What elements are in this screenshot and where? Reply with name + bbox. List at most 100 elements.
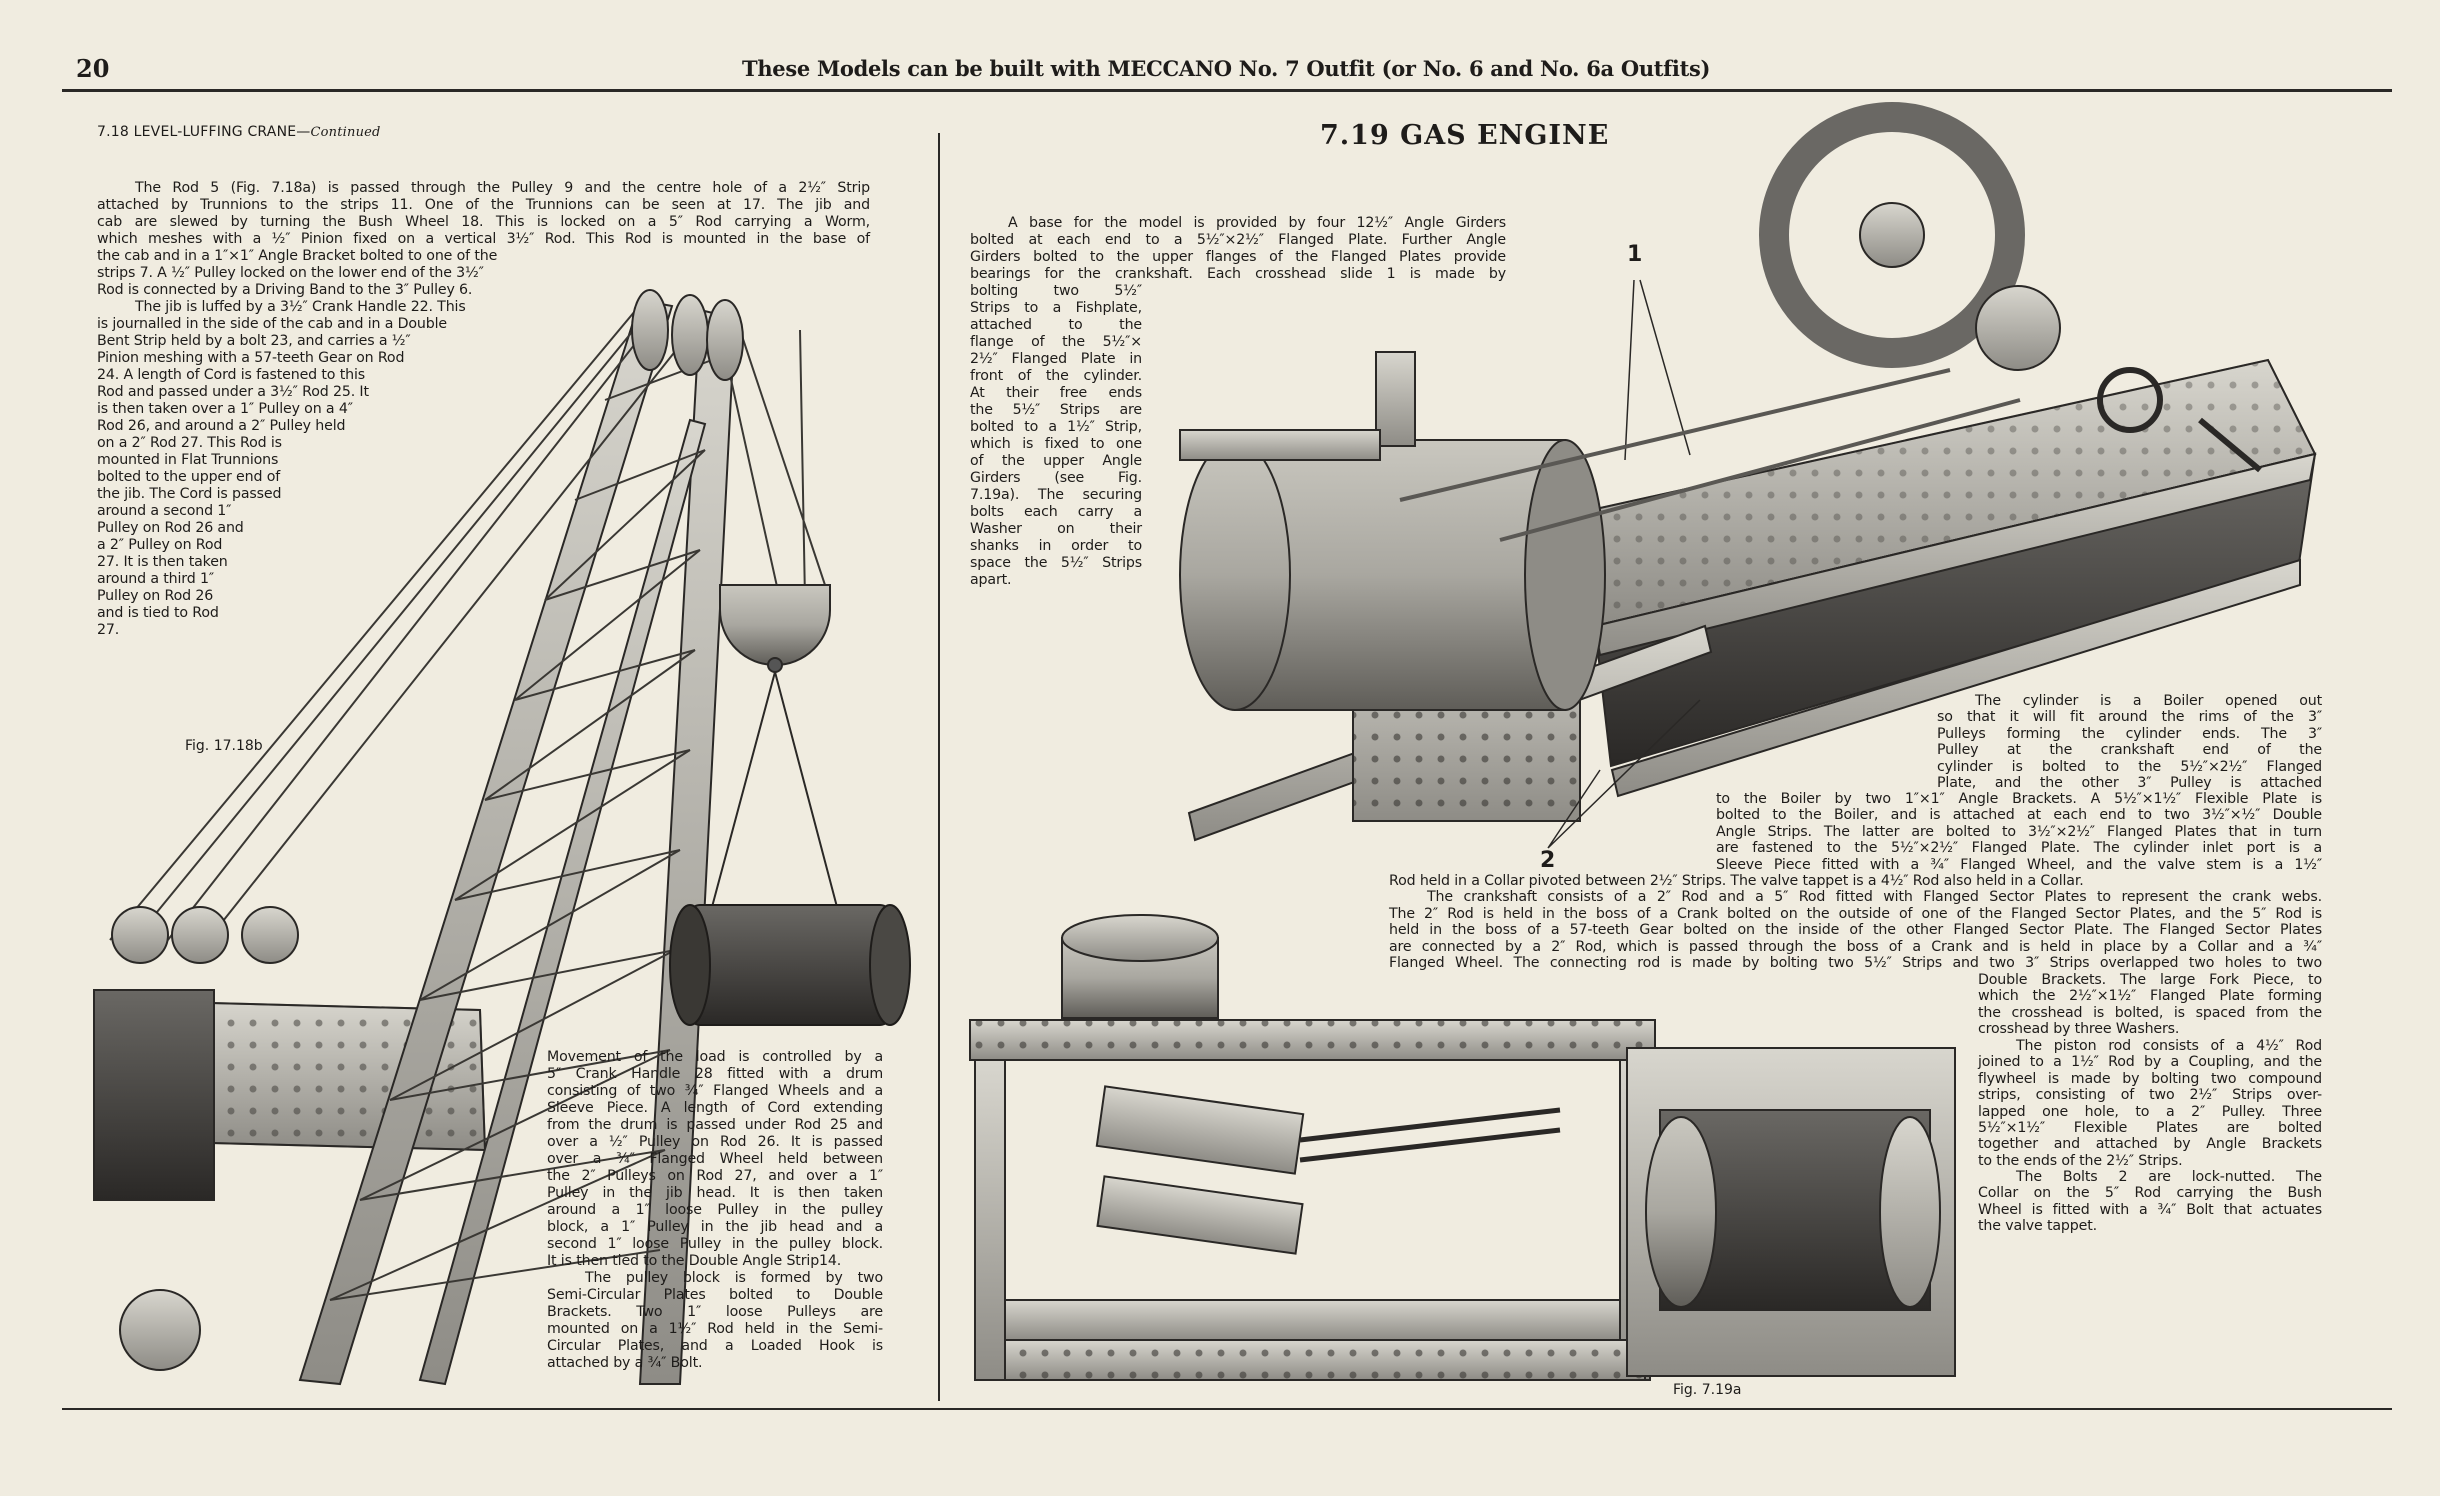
text-line: Rod is connected by a Driving Band to th…: [97, 282, 473, 298]
figure-label-gas-engine: Fig. 7.19a: [1673, 1382, 1742, 1398]
text-line: bolted to the Boiler, and is attached at…: [1716, 807, 2322, 824]
text-line: bolted to a 1½″ Strip,: [970, 419, 1142, 435]
footer-rule: [62, 1408, 2392, 1410]
text-line: Plate, and the other 3″ Pulley is attach…: [1937, 774, 2322, 791]
text-line: Pulley in the jib head. It is then taken: [547, 1185, 883, 1201]
text-line: block, a 1″ Pulley in the jib head and a: [547, 1219, 883, 1235]
text-line: Double Brackets. The large Fork Piece, t…: [1978, 972, 2322, 988]
text-line: Angle Strips. The latter are bolted to 3…: [1716, 823, 2322, 840]
section-title: 7.18 LEVEL-LUFFING CRANE—: [97, 124, 311, 140]
text-line: The crankshaft consists of a 2″ Rod and …: [1427, 889, 2322, 906]
text-line: mounted in Flat Trunnions: [97, 452, 279, 468]
text-line: Pulley on Rod 26 and: [97, 520, 244, 536]
gas-engine-intro: A base for the model is provided by four…: [970, 215, 1506, 283]
text-line: around a third 1″: [97, 571, 214, 587]
callout-1: 1: [1627, 242, 1643, 267]
text-line: second 1″ loose Pulley in the pulley blo…: [547, 1236, 883, 1252]
text-line: which meshes with a ½″ Pinion fixed on a…: [97, 231, 870, 247]
text-line: is then taken over a 1″ Pulley on a 4″: [97, 401, 353, 417]
text-line: held in the boss of a 57-teeth Gear bolt…: [1389, 922, 2322, 939]
text-line: Washer on their: [970, 521, 1142, 537]
text-line: Pulleys forming the cylinder ends. The 3…: [1937, 725, 2322, 742]
text-line: The pulley block is formed by two: [585, 1270, 883, 1286]
text-line: bolted to the upper end of: [97, 469, 281, 485]
text-line: from the drum is passed under Rod 25 and: [547, 1117, 883, 1133]
text-line: The piston rod consists of a 4½″ Rod: [2016, 1038, 2322, 1054]
crosshead-paragraph: Double Brackets. The large Fork Piece, t…: [1978, 972, 2322, 1038]
text-line: Sleeve Piece fitted with a ¾″ Flanged Wh…: [1716, 856, 2322, 873]
crankshaft-paragraph: Rod held in a Collar pivoted between 2½″…: [1389, 873, 2322, 971]
text-line: Circular Plates, and a Loaded Hook is: [547, 1338, 883, 1354]
text-line: the crosshead is bolted, is spaced from …: [1978, 1004, 2322, 1021]
crane-illustration: [93, 289, 911, 1386]
text-line: Flanged Wheel. The connecting rod is mad…: [1389, 954, 2322, 971]
text-line: Pinion meshing with a 57-teeth Gear on R…: [97, 350, 405, 366]
text-line: Pulley at the crankshaft end of the: [1937, 742, 2322, 759]
figure-label-crane: Fig. 17.18b: [185, 738, 263, 754]
text-line: The Rod 5 (Fig. 7.18a) is passed through…: [135, 180, 870, 196]
text-line: Movement of the load is controlled by a: [547, 1049, 883, 1065]
text-line: around a 1″ loose Pulley in the pulley: [547, 1202, 883, 1218]
text-line: over a ¾″ Flanged Wheel held between: [547, 1151, 883, 1167]
text-line: The cylinder is a Boiler opened out: [1975, 693, 2322, 709]
text-line: A base for the model is provided by four…: [1008, 215, 1506, 231]
text-line: of the upper Angle: [970, 453, 1142, 469]
text-line: the 5½″ Strips are: [970, 402, 1142, 418]
text-line: and is tied to Rod: [97, 605, 219, 621]
text-line: apart.: [970, 572, 1012, 588]
text-line: over a ½″ Pulley on Rod 26. It is passed: [547, 1134, 883, 1150]
text-line: Wheel is fitted with a ¾″ Bolt that actu…: [1978, 1201, 2322, 1218]
text-line: are fastened to the 5½″×2½″ Flanged Plat…: [1716, 840, 2322, 857]
section-heading-crane: 7.18 LEVEL-LUFFING CRANE—Continued: [97, 124, 381, 140]
section-title-suffix: Continued: [310, 125, 381, 140]
text-line: bearings for the crankshaft. Each crossh…: [970, 266, 1506, 282]
text-line: Strips to a Fishplate,: [970, 300, 1142, 316]
text-line: Rod 26, and around a 2″ Pulley held: [97, 418, 346, 434]
text-line: the valve tappet.: [1978, 1218, 2097, 1235]
text-line: is journalled in the side of the cab and…: [97, 316, 447, 332]
text-line: consisting of two ¾″ Flanged Wheels and …: [547, 1083, 883, 1099]
gas-engine-underside-illustration: [969, 914, 1956, 1381]
text-line: The jib is luffed by a 3½″ Crank Handle …: [135, 299, 466, 315]
header-rule: [62, 89, 2392, 92]
text-line: Collar on the 5″ Rod carrying the Bush: [1978, 1185, 2322, 1202]
text-line: strips 7. A ½″ Pulley locked on the lowe…: [97, 265, 484, 281]
text-line: Brackets. Two 1″ loose Pulleys are: [547, 1304, 883, 1320]
text-line: lapped one hole, to a 2″ Pulley. Three: [1978, 1103, 2322, 1120]
text-line: flange of the 5½″×: [970, 334, 1142, 350]
text-line: 2½″ Flanged Plate in: [970, 351, 1142, 367]
text-line: so that it will fit around the rims of t…: [1937, 709, 2322, 726]
text-line: which the 2½″×1½″ Flanged Plate forming: [1978, 988, 2322, 1005]
text-line: The Bolts 2 are lock-nutted. The: [2016, 1169, 2322, 1185]
text-line: are connected by a 2″ Rod, which is pass…: [1389, 938, 2322, 955]
text-line: space the 5½″ Strips: [970, 555, 1142, 571]
text-line: a 2″ Pulley on Rod: [97, 537, 223, 553]
text-line: bolts each carry a: [970, 504, 1142, 520]
text-line: cab are slewed by turning the Bush Wheel…: [97, 214, 870, 230]
text-line: 27. It is then taken: [97, 554, 228, 570]
text-line: which is fixed to one: [970, 436, 1142, 452]
text-line: strips, consisting of two 2½″ Strips ove…: [1978, 1087, 2322, 1104]
text-line: Girders bolted to the upper flanges of t…: [970, 249, 1506, 265]
crane-paragraph-2: The jib is luffed by a 3½″ Crank Handle …: [97, 299, 567, 639]
text-line: attached to the: [970, 317, 1142, 333]
text-line: attached by Trunnions to the strips 11. …: [97, 197, 870, 213]
column-divider: [938, 133, 940, 1401]
crane-paragraph-1: The Rod 5 (Fig. 7.18a) is passed through…: [97, 180, 870, 248]
callout-2: 2: [1540, 848, 1556, 873]
text-line: Girders (see Fig.: [970, 470, 1142, 486]
text-line: It is then tied to the Double Angle Stri…: [547, 1253, 842, 1269]
text-line: Bent Strip held by a bolt 23, and carrie…: [97, 333, 411, 349]
text-line: the 2″ Pulleys on Rod 27, and over a 1″: [547, 1168, 883, 1184]
page-number: 20: [76, 54, 110, 83]
text-line: the jib. The Cord is passed: [97, 486, 282, 502]
text-line: Pulley on Rod 26: [97, 588, 214, 604]
text-line: flywheel is made by bolting two compound: [1978, 1070, 2322, 1087]
text-line: 24. A length of Cord is fastened to this: [97, 367, 365, 383]
text-line: to the Boiler by two 1″×1″ Angle Bracket…: [1716, 791, 2322, 807]
gas-engine-illustration: [1179, 102, 2317, 849]
